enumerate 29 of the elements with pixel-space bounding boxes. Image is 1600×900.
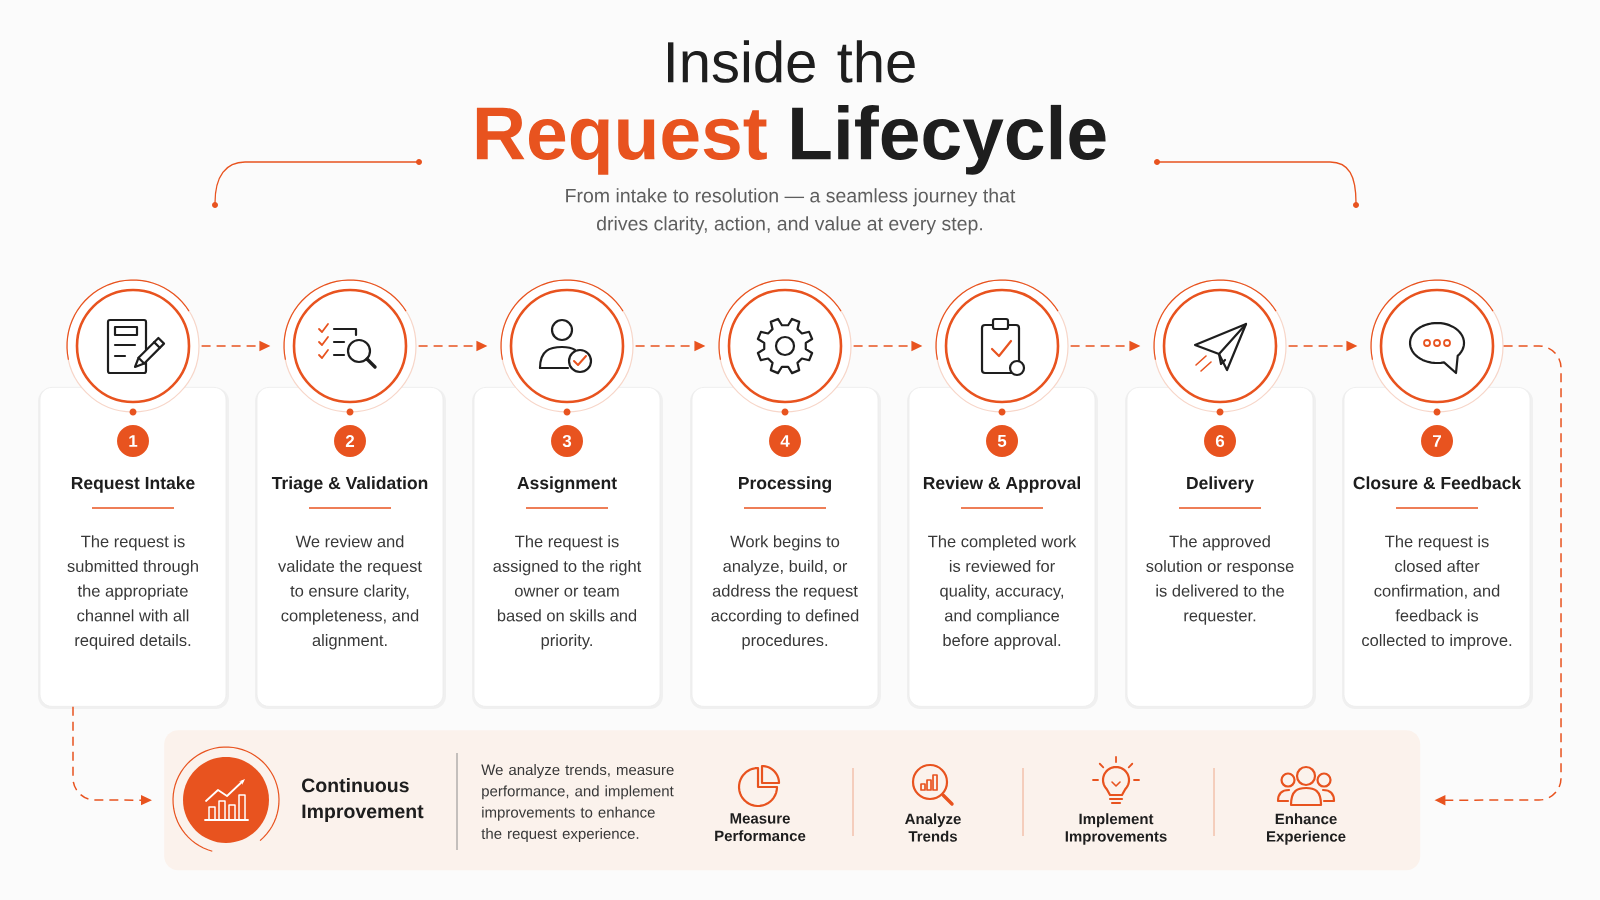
step-title: Triage & Validation <box>271 476 428 493</box>
step-description: The request is submitted through the appropriate channel with all required details. <box>67 535 198 650</box>
step-description: The request is assigned to the right owner or team based on skills and priority. <box>493 535 642 650</box>
number-badge: 6 <box>1204 425 1236 457</box>
panel-description: We analyze trends, measure performance, and implement improvements to enhance the request experience. <box>481 764 674 842</box>
step-description: Work begins to analyze, build, or address the request according to defined procedures. <box>711 535 859 650</box>
step-description: The approved solution or response is delivered to the requester. <box>1146 535 1294 625</box>
number-badge: 3 <box>551 425 583 457</box>
number-badge: 4 <box>769 425 801 457</box>
number-badge: 1 <box>117 425 149 457</box>
step-title: Review & Approval <box>923 476 1080 493</box>
item-label: Analyze Trends <box>905 813 961 842</box>
step-description: The request is closed after confirmation, and feedback is collected to improve. <box>1362 535 1512 650</box>
step-description: The completed work is reviewed for quality, accuracy, and compliance before approval. <box>928 535 1077 650</box>
step-title: Closure & Feedback <box>1353 476 1522 490</box>
step-description: We review and validate the request to ensure clarity, completeness, and alignment. <box>278 535 422 650</box>
number-badge: 7 <box>1421 425 1453 457</box>
item-label: Implement Improvements <box>1065 813 1167 845</box>
step-title: Assignment <box>517 476 617 493</box>
step-title: Processing <box>739 476 831 493</box>
title: Inside the Request Lifecycle <box>476 40 1106 175</box>
item-label: Enhance Experience <box>1267 813 1346 845</box>
number-badge: 2 <box>334 425 366 457</box>
item-label: Measure Performance <box>715 813 806 842</box>
subtitle: From intake to resolution — a seamless journey that drives clarity, action, and value at every step. <box>566 188 1016 235</box>
number-badge: 5 <box>986 425 1018 457</box>
panel-heading: Continuous Improvement <box>302 777 424 823</box>
step-title: Request Intake <box>71 476 195 493</box>
step-title: Delivery <box>1187 476 1254 493</box>
